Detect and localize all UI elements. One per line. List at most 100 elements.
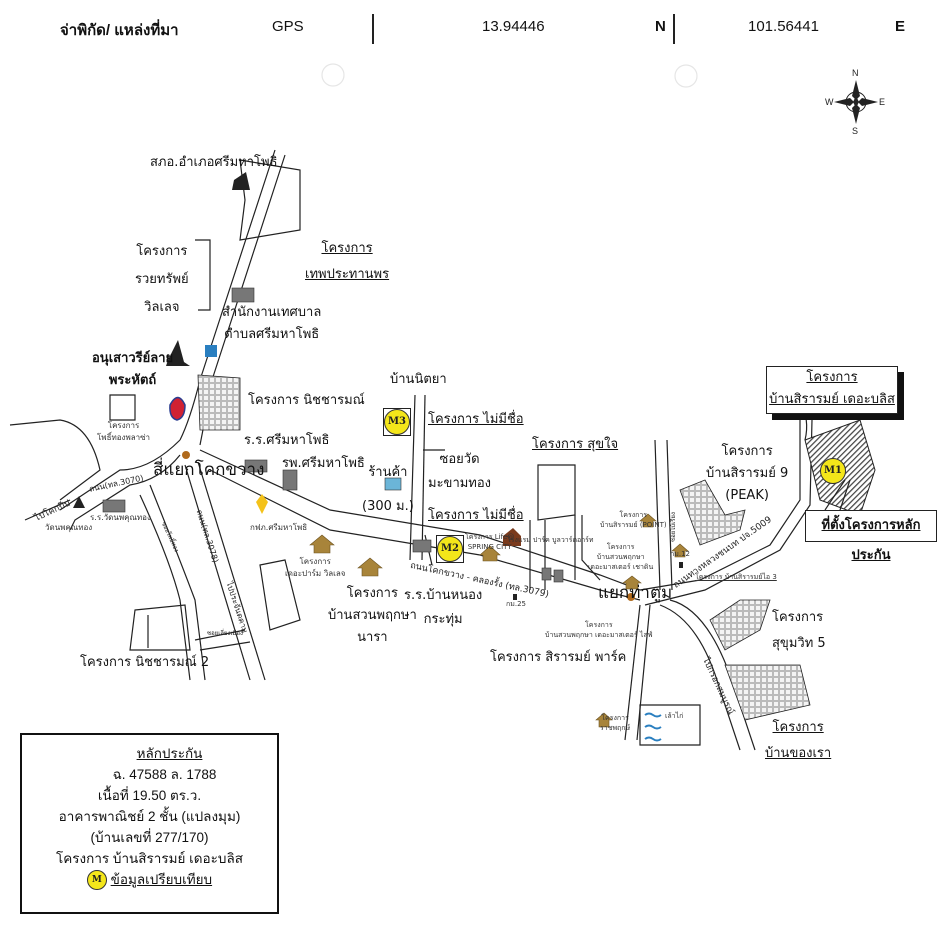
compass-south: S	[852, 126, 859, 136]
subject-project-box: โครงการ บ้านสิรารมย์ เดอะบลิส	[766, 366, 898, 414]
label-municipal: สำนักงานเทศบาล ตำบลศรีมหาโพธิ	[222, 302, 321, 346]
police-statue-icon	[232, 172, 250, 190]
label-police: สภอ.อำเภอศรีมหาโพธิ	[150, 155, 278, 170]
marker-m3[interactable]: M3	[384, 409, 410, 435]
compass-north: N	[852, 68, 859, 78]
latitude-direction: N	[655, 18, 666, 35]
plot-sukjai	[537, 464, 576, 521]
traffic-light-icon	[182, 451, 190, 459]
legend-project: โครงการ บ้านสิรารมย์ เดอะบลิส	[56, 851, 243, 866]
marker-m2[interactable]: M2	[437, 536, 463, 562]
label-suan-master-life: โครงการ บ้านสวนพฤกษา เดอะมาสเตอร์ ไลฟ์	[545, 620, 653, 640]
legend-area: เนื้อที่ 19.50 ตร.ว.	[97, 788, 202, 803]
label-no-name-1: โครงการ ไม่มีชื่อ	[428, 412, 524, 427]
road-3070	[9, 419, 101, 501]
gps-source: GPS	[272, 18, 304, 35]
legend-house-no: (บ้านเลขที่ 277/170)	[90, 830, 209, 845]
label-km25: กม.25	[506, 600, 526, 608]
label-monument: อนุเสาวรีย์ลาย พระหัตถ์	[92, 348, 173, 392]
hospital-icon	[282, 469, 298, 491]
pea-logo-icon	[256, 494, 268, 514]
label-pho-thong: โครงการ โพธิ์ทองพลาซ่า	[97, 420, 150, 444]
label-sirarom3: โครงการ บ้านสิรารมย์ไอ 3	[695, 573, 777, 581]
legend-marker-m: M	[86, 870, 107, 891]
compass-east: E	[879, 97, 886, 107]
label-line: โครงการ Life@	[465, 533, 515, 541]
label-school-srimaha: ร.ร.ศรีมหาโพธิ	[244, 433, 330, 448]
pond-icon	[644, 712, 662, 718]
label-sirarom-point: โครงการ บ้านสิรารมย์ (POINT)	[600, 510, 667, 530]
label-soi-wat: ซอยวัด มะขามทอง	[428, 448, 491, 496]
legend-deed: ฉ. 47588 ล. 1788	[112, 767, 217, 782]
subject-location-label: ที่ตั้งโครงการหลักประกัน	[821, 518, 921, 563]
monument-icon	[166, 340, 190, 366]
house-icon	[639, 513, 657, 528]
plot-nitcharam2	[129, 604, 191, 651]
km-post-icon	[513, 594, 517, 600]
label-school-wat: ร.ร.วัดนพคุณทอง	[90, 513, 151, 522]
label-suan-master-chain: โครงการ บ้านสวนพฤกษา เดอะมาสเตอร์ เชาดิน	[588, 542, 653, 572]
plot-nitcharam	[197, 374, 241, 431]
temple-icon	[73, 496, 85, 508]
label-line: (PEAK)	[725, 488, 769, 503]
label-line: ร.ร.บ้านหนอง	[404, 588, 483, 603]
label-line: โครงการ	[107, 421, 140, 430]
label-ban-nittaya: บ้านนิตยา	[390, 372, 447, 387]
label-junction-tha: แยกท่าตูม	[598, 583, 673, 603]
label-wat: วัดนพคุณทอง	[45, 523, 93, 532]
label-line: กระทุ่ม	[423, 612, 463, 627]
label-line: บ้านของเรา	[765, 746, 832, 761]
label-roi-sap: โครงการ รวยทรัพย์ วิลเลจ	[135, 238, 189, 322]
label-line: โครงการ	[136, 244, 188, 259]
longitude-value: 101.56441	[748, 18, 819, 35]
compass-rose-icon	[834, 80, 878, 124]
house-icon	[309, 534, 335, 554]
label-line: โครงการ	[321, 241, 373, 256]
label-line: บ้านสิรารมย์ เดอะบลิส	[769, 392, 895, 407]
label-hospital: รพ.ศรีมหาโพธิ	[282, 456, 365, 471]
divider	[673, 14, 675, 44]
label-line: โครงการ	[346, 586, 398, 601]
label-nitcharam: โครงการ นิชชารมณ์	[248, 393, 365, 408]
label-line: (300 ม.)	[362, 499, 414, 514]
school-icon	[244, 459, 268, 473]
label-line: บ้านสิรารมย์ (POINT)	[600, 521, 667, 529]
compass-west: W	[825, 97, 834, 107]
house-icon	[357, 557, 383, 577]
label-racha: โครงการ ราชพฤกษ์	[600, 713, 630, 733]
label-line: บ้านสวนพฤกษา	[596, 553, 645, 561]
label-line: รวยทรัพย์	[135, 272, 189, 287]
label-line: พระหัตถ์	[108, 373, 157, 388]
label-km12: กม.12	[670, 550, 690, 558]
marker-m1[interactable]: M1	[820, 458, 846, 484]
label-soi-2: ซอยเลี่ยงเมือง	[207, 630, 243, 637]
house-icon	[595, 712, 613, 728]
house-icon	[671, 543, 689, 558]
label-line: โครงการ	[299, 557, 331, 566]
label-line: SPRING CITY	[467, 543, 512, 551]
coordinate-label: จ่าพิกัด/ แหล่งที่มา	[60, 22, 179, 39]
label-line: ตำบลศรีมหาโพธิ	[224, 327, 320, 342]
longitude-direction: E	[895, 18, 906, 35]
label-line: เดอะมาสเตอร์ เชาดิน	[588, 563, 654, 571]
legend-comparable-row: M ข้อมูลเปรียบเทียบ	[22, 869, 277, 891]
building-icon	[541, 567, 552, 581]
label-line: โพธิ์ทองพลาซ่า	[97, 433, 151, 442]
legend-building: อาคารพาณิชย์ 2 ชั้น (แปลงมุม)	[58, 809, 241, 824]
label-sirarom-park: โครงการ สิรารมย์ พาร์ค	[490, 650, 627, 665]
label-nitcharam2: โครงการ นิชชารมณ์ 2	[80, 655, 210, 670]
label-line: เทพประทานพร	[305, 267, 390, 282]
label-line: โครงการ	[585, 621, 613, 629]
label-suan-nara: โครงการ บ้านสวนพฤกษา นารา	[328, 583, 417, 649]
label-pond: เล้าไก่	[665, 712, 684, 720]
label-line: ราชพฤกษ์	[600, 724, 631, 732]
label-junction-kok: สี่แยกโคกขวาง	[153, 460, 265, 480]
traffic-light-icon	[627, 593, 635, 601]
label-pea: กฟภ.ศรีมหาโพธิ	[250, 523, 308, 532]
label-soi-3: ซอยไม้เรียง	[670, 512, 677, 542]
label-line: สำนักงานเทศบาล	[222, 305, 322, 320]
label-the-palm: โครงการ เดอะปาร์ม วิลเลจ	[285, 556, 345, 580]
label-line: อนุเสาวรีย์ลาย	[92, 351, 174, 366]
house-icon	[622, 575, 642, 590]
